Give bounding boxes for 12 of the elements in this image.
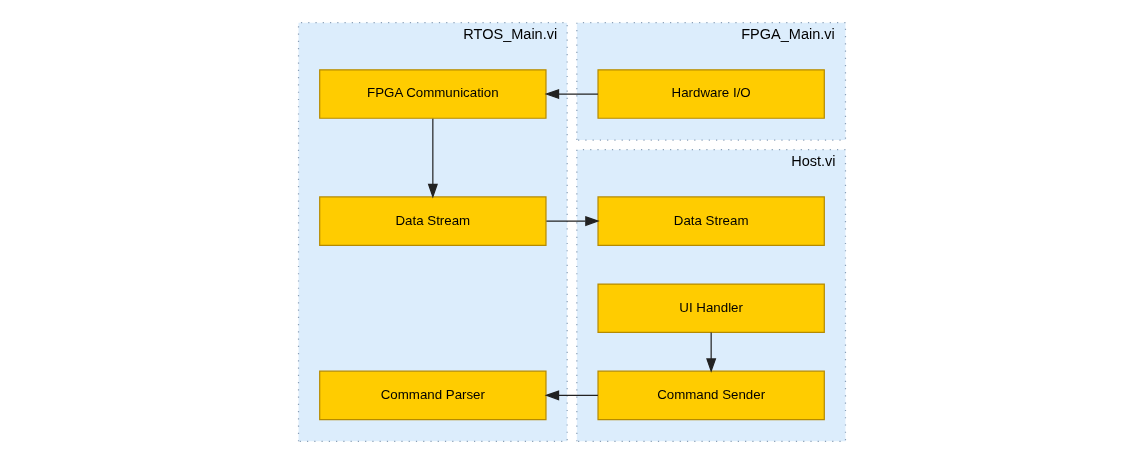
arrow bbox=[427, 118, 438, 199]
arrow bbox=[544, 390, 599, 401]
node-box: Command Sender bbox=[596, 370, 825, 421]
arrow bbox=[705, 332, 716, 373]
node-box: FPGA Communication bbox=[318, 69, 547, 119]
node-box: Hardware I/O bbox=[596, 69, 825, 119]
node-box: Data Stream bbox=[318, 196, 547, 246]
arrow bbox=[545, 216, 600, 227]
node-box: Command Parser bbox=[318, 370, 547, 421]
node-box: Data Stream bbox=[596, 196, 825, 246]
node-box: UI Handler bbox=[596, 283, 825, 334]
arrow bbox=[544, 88, 599, 100]
